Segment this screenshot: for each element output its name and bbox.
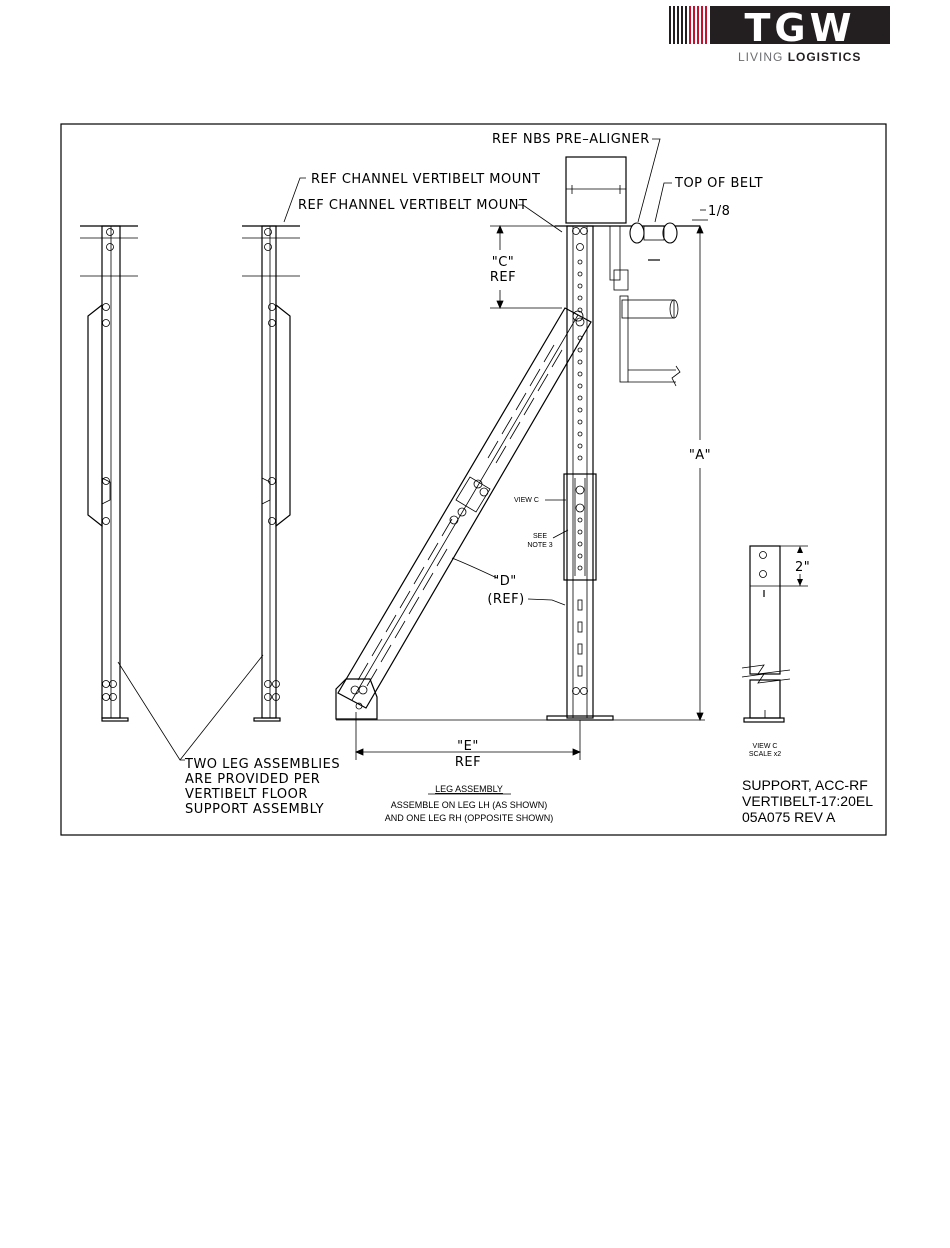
main-leg-assembly xyxy=(335,138,708,760)
view-c-callout: VIEW C xyxy=(514,497,539,504)
note-line-2: ARE PROVIDED PER xyxy=(185,772,320,787)
ref-channel-label-second: REF CHANNEL VERTIBELT MOUNT xyxy=(298,198,527,213)
top-of-belt-leader xyxy=(654,182,672,223)
diagonal-brace xyxy=(337,307,592,709)
note-leaders xyxy=(117,654,264,761)
dimension-e xyxy=(354,712,582,760)
ref-channel-label-top: REF CHANNEL VERTIBELT MOUNT xyxy=(311,172,540,187)
dim-c-ref-label: REF xyxy=(490,270,516,285)
dimension-d-leader xyxy=(451,557,498,579)
ref-channel-leaders xyxy=(283,177,563,233)
tgw-logo: TGW LIVING LOGISTICS xyxy=(669,6,890,64)
title-block-line3: 05A075 REV A xyxy=(742,809,836,825)
note-line-3: VERTIBELT FLOOR xyxy=(185,787,308,802)
logo-brand: TGW xyxy=(744,6,855,50)
view-c-detail xyxy=(741,545,808,723)
view-c-detail-scale: SCALE x2 xyxy=(749,751,781,758)
note-line-4: SUPPORT ASSEMBLY xyxy=(185,802,324,817)
dimension-a xyxy=(692,209,708,722)
leg-assembly-line2: AND ONE LEG RH (OPPOSITE SHOWN) xyxy=(385,813,554,823)
dim-c-label: "C" xyxy=(492,255,515,270)
dim-two-inch-label: 2" xyxy=(795,560,810,575)
nbs-leader xyxy=(637,138,661,223)
logo-tagline: LIVING LOGISTICS xyxy=(738,50,861,64)
belt-hardware xyxy=(609,222,681,387)
note-line-1: TWO LEG ASSEMBLIES xyxy=(184,757,340,772)
dim-d-label: "D" xyxy=(493,574,516,589)
left-leg-front-view xyxy=(80,225,138,722)
dim-d-ref-label: (REF) xyxy=(487,592,524,607)
dimension-c xyxy=(490,224,562,310)
eighth-inch-label: 1/8 xyxy=(708,204,730,219)
see-note-line1: SEE xyxy=(533,533,547,540)
drawing-frame xyxy=(60,123,887,836)
ref-d-leader xyxy=(527,598,566,606)
title-block-line2: VERTIBELT-17:20EL xyxy=(742,793,873,809)
see-note-leader xyxy=(552,529,569,539)
ref-nbs-label: REF NBS PRE–ALIGNER xyxy=(492,132,650,147)
leg-assembly-line1: ASSEMBLE ON LEG LH (AS SHOWN) xyxy=(391,800,548,810)
leg-assembly-heading: LEG ASSEMBLY xyxy=(435,784,503,794)
title-block-line1: SUPPORT, ACC-RF xyxy=(742,777,868,793)
logo-stripes xyxy=(669,6,707,44)
view-c-detail-label: VIEW C xyxy=(753,743,778,750)
dim-e-label: "E" xyxy=(457,739,479,754)
right-leg-side-view xyxy=(242,225,300,722)
see-note-line2: NOTE 3 xyxy=(527,542,552,549)
logo-block xyxy=(710,6,890,44)
dim-a-label: "A" xyxy=(689,448,711,463)
top-of-belt-label: TOP OF BELT xyxy=(674,176,763,191)
logo-tagline-light: LIVING xyxy=(738,50,788,64)
dim-e-ref-label: REF xyxy=(455,755,481,770)
logo-tagline-bold: LOGISTICS xyxy=(788,50,862,64)
